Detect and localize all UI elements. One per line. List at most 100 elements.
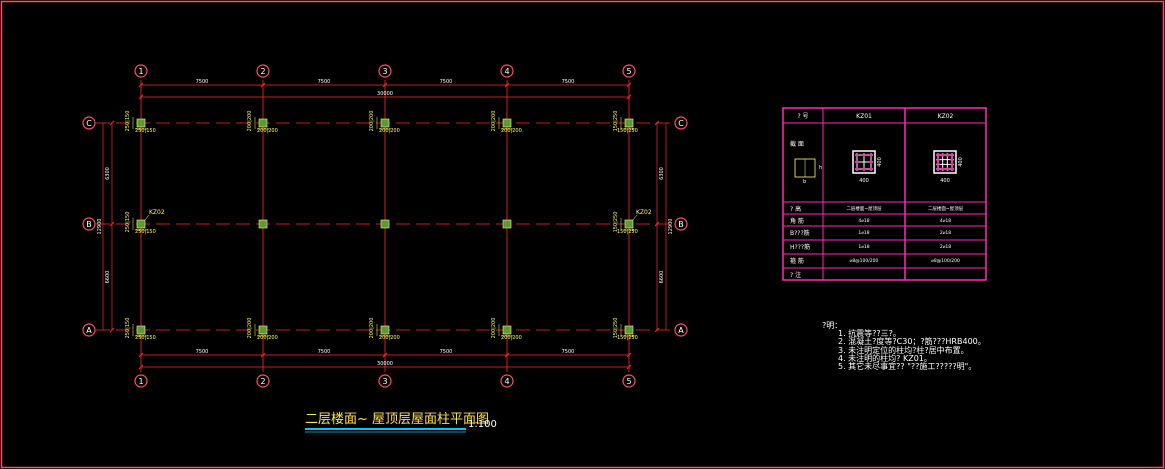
section-outline — [852, 150, 876, 174]
section-width-dim: 400 — [940, 178, 950, 184]
table-row-label: ? 高 — [790, 205, 801, 213]
dim-text-spacing: 6300 — [105, 167, 111, 180]
axis-bubble-5 — [622, 64, 636, 78]
dim-text-spacing: 7500 — [196, 349, 209, 355]
axis-bubble-label: 5 — [626, 377, 631, 386]
note-item-1: 1. 抗震等??三?。 — [838, 329, 901, 339]
dim-tick — [382, 352, 388, 358]
axis-bubble-label: 5 — [626, 67, 631, 76]
table-header-label: ? 号 — [797, 113, 808, 120]
section-depth-dim: 400 — [877, 157, 883, 167]
column-B2 — [258, 219, 268, 229]
axis-bubble-C — [82, 116, 96, 130]
dim-tick — [626, 364, 632, 370]
column-C3 — [380, 118, 390, 128]
section-depth-dim: 400 — [958, 157, 964, 167]
dim-text-spacing: 7500 — [440, 349, 453, 355]
column-size-label-vertical: 200|200 — [369, 111, 375, 132]
column-size-label: 250|150 — [135, 128, 156, 134]
column-size-label: 150|250 — [617, 128, 638, 134]
dim-tick — [109, 327, 115, 333]
column-C4 — [502, 118, 512, 128]
table-section-label: 截 面 — [790, 140, 804, 148]
axis-bubble-label: 1 — [138, 377, 143, 386]
axis-bubble-label: 4 — [504, 377, 509, 386]
rebar-dot — [950, 167, 954, 171]
dim-tick — [138, 352, 144, 358]
axis-bubble-label: C — [678, 119, 684, 128]
axis-bubble-A — [82, 323, 96, 337]
column-size-label: 200|200 — [379, 128, 400, 134]
axis-bubble-label: 2 — [260, 377, 265, 386]
column-A5 — [624, 325, 634, 335]
dim-text-spacing: 7500 — [318, 349, 331, 355]
rebar-dot — [945, 153, 949, 157]
rebar-dot — [869, 167, 873, 171]
column-size-label-vertical: 200|200 — [491, 111, 497, 132]
axis-bubble-3 — [378, 374, 392, 388]
axis-bubble-1 — [134, 374, 148, 388]
dim-text-spacing: 7500 — [562, 79, 575, 85]
table-cell-kz01: 1⌀18 — [858, 230, 869, 236]
table-row-label: 箍 筋 — [790, 257, 804, 265]
rebar-dot — [945, 167, 949, 171]
column-size-label-vertical: 200|200 — [369, 318, 375, 339]
rebar-dot — [862, 167, 866, 171]
column-size-label: 200|200 — [257, 335, 278, 341]
note-item-2: 2. 混凝土?度等?C30；?筋???HRB400。 — [838, 337, 986, 347]
column-C2 — [258, 118, 268, 128]
dim-tick — [654, 120, 660, 126]
column-A4 — [502, 325, 512, 335]
dim-tick — [138, 94, 144, 100]
dim-text-spacing: 7500 — [440, 79, 453, 85]
axis-bubble-label: B — [86, 220, 92, 229]
drawing-title-block: 二层楼面~ 屋顶层屋面柱平面图 1:100 — [305, 412, 497, 433]
section-outline — [933, 150, 957, 174]
axis-bubble-label: A — [678, 326, 684, 335]
axis-bubble-label: 1 — [138, 67, 143, 76]
section-key-h: h — [819, 165, 822, 171]
column-size-label: 150|250 — [617, 335, 638, 341]
rebar-dot — [950, 158, 954, 162]
dim-tick — [504, 352, 510, 358]
column-size-label-vertical: 150|250 — [613, 212, 619, 233]
axis-bubble-label: A — [86, 326, 92, 335]
axis-bubble-2 — [256, 374, 270, 388]
notes-heading: ?明： — [822, 321, 843, 330]
axis-bubble-4 — [500, 374, 514, 388]
axis-bubble-B — [674, 217, 688, 231]
rebar-dot — [941, 167, 945, 171]
dim-text-spacing: 6600 — [105, 271, 111, 284]
column-size-label: 150|250 — [617, 229, 638, 235]
column-size-label-vertical: 150|250 — [613, 111, 619, 132]
rebar-dot — [936, 158, 940, 162]
axis-bubble-C — [674, 116, 688, 130]
drawing-title: 二层楼面~ 屋顶层屋面柱平面图 — [305, 412, 489, 427]
table-row-label: H???筋 — [790, 243, 810, 251]
table-cell-kz02: 4⌀18 — [940, 218, 951, 224]
section-key-b: b — [803, 179, 806, 185]
drawing-scale: 1:100 — [468, 419, 497, 430]
dim-tick — [654, 221, 660, 227]
dim-tick — [504, 82, 510, 88]
section-kz02: 400 400 — [933, 150, 964, 184]
axis-bubble-label: 4 — [504, 67, 509, 76]
dim-tick — [260, 352, 266, 358]
column-size-label-vertical: 250|150 — [125, 111, 131, 132]
axis-bubble-label: B — [678, 220, 684, 229]
rebar-dot — [869, 160, 873, 164]
column-callout: KZ02 — [636, 209, 652, 216]
column-C1 — [136, 118, 146, 128]
column-size-label-vertical: 200|200 — [247, 111, 253, 132]
dim-tick — [138, 364, 144, 370]
dim-text-spacing: 7500 — [196, 79, 209, 85]
column-size-label-vertical: 200|200 — [491, 318, 497, 339]
column-size-label: 250|150 — [135, 335, 156, 341]
column-size-label: 200|200 — [501, 335, 522, 341]
column-A1 — [136, 325, 146, 335]
callout-leader — [144, 214, 150, 221]
axis-bubble-3 — [378, 64, 392, 78]
dim-tick — [138, 82, 144, 88]
